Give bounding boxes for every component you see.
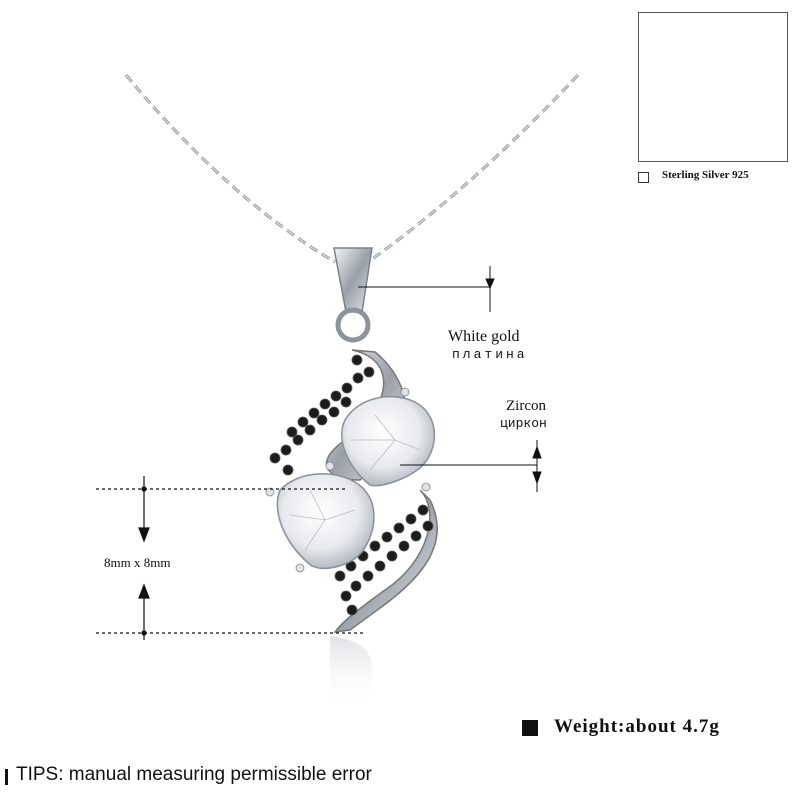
size-dimension-lines — [96, 476, 365, 640]
weight-label: Weight:about 4.7g — [554, 716, 720, 737]
stone-label-en: Zircon — [506, 398, 546, 414]
pendant-reflection — [330, 636, 373, 708]
material-label-en: White gold — [448, 328, 520, 345]
material-label-ru: платина — [452, 347, 528, 362]
zircon-pointer — [400, 440, 542, 492]
sterling-silver-checkbox[interactable] — [638, 172, 649, 183]
thumbnail-frame[interactable] — [638, 12, 788, 162]
chain — [124, 73, 580, 264]
white-gold-pointer — [358, 266, 495, 312]
thumbnail-option-label: Sterling Silver 925 — [662, 169, 749, 181]
zircon-stones — [265, 387, 436, 573]
tips-bar-icon — [5, 769, 8, 785]
weight-bullet-icon — [522, 720, 538, 736]
tips-text: TIPS: manual measuring permissible error — [16, 764, 372, 785]
stone-label-ru: циркон — [500, 416, 547, 431]
size-label: 8mm x 8mm — [104, 555, 171, 570]
pendant-bail — [333, 247, 373, 343]
